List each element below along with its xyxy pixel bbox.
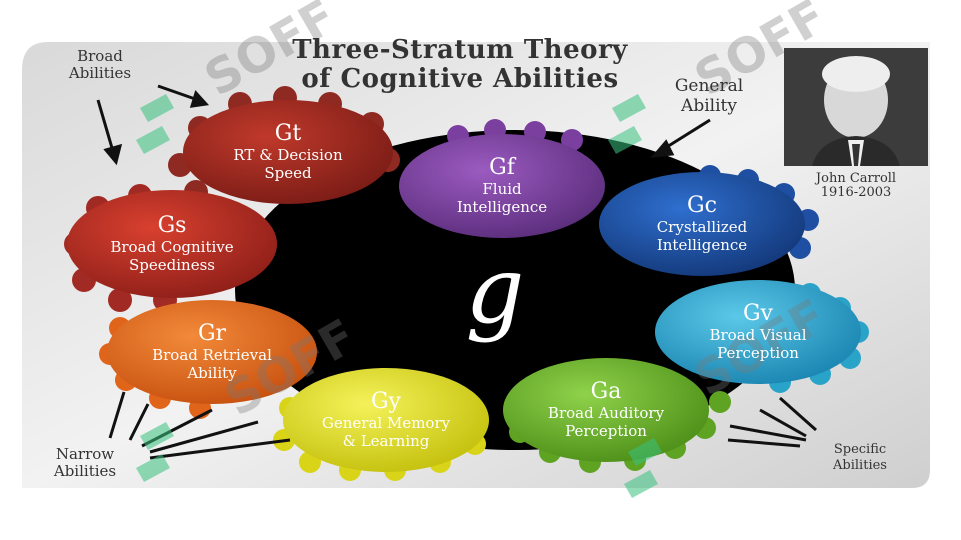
- node-gc-name1: Crystallized: [656, 218, 748, 236]
- node-gf-name2: Intelligence: [456, 198, 548, 216]
- circle-gf: [399, 134, 605, 238]
- node-ga-name2: Perception: [565, 422, 647, 440]
- node-gt: Gt RT & Decision Speed: [188, 104, 388, 200]
- portrait-caption: John Carroll 1916-2003: [790, 172, 922, 200]
- node-gf-name1: Fluid: [482, 180, 522, 198]
- diagram-title: Three-Stratum Theory of Cognitive Abilit…: [240, 36, 680, 94]
- node-gf-code: Gf: [489, 155, 515, 180]
- node-gc-name2: Intelligence: [656, 236, 748, 254]
- node-gr: Gr Broad Retrieval Ability: [112, 304, 312, 400]
- node-gv-name1: Broad Visual: [709, 326, 807, 344]
- node-gt-name2: Speed: [264, 164, 312, 182]
- node-gs-name2: Speediness: [129, 256, 215, 274]
- node-gs-code: Gs: [157, 213, 187, 238]
- node-gv-code: Gv: [742, 301, 773, 326]
- circle-gr: [107, 300, 317, 404]
- node-gr-name2: Ability: [187, 364, 237, 382]
- portrait-caption-years: 1916-2003: [820, 185, 892, 200]
- node-gs-name1: Broad Cognitive: [110, 238, 234, 256]
- node-gy: Gy General Memory & Learning: [286, 372, 486, 468]
- label-narrow-abilities: Narrow Abilities: [30, 446, 140, 480]
- node-gt-name1: RT & Decision: [233, 146, 343, 164]
- label-broad-line2: Abilities: [68, 64, 132, 82]
- portrait-caption-name: John Carroll: [815, 171, 897, 186]
- watermark-marks: [136, 94, 662, 498]
- node-gs: Gs Broad Cognitive Speediness: [72, 196, 272, 292]
- label-narrow-line2: Abilities: [53, 462, 117, 480]
- circle-gc: [599, 172, 805, 276]
- node-gy-name2: & Learning: [342, 432, 430, 450]
- node-gt-code: Gt: [274, 121, 302, 146]
- title-line-1: Three-Stratum Theory: [292, 35, 628, 65]
- circle-gt: [183, 100, 393, 204]
- node-ga: Ga Broad Auditory Perception: [506, 362, 706, 458]
- label-general-ability: General Ability: [654, 76, 764, 116]
- general-ability-g: g: [465, 237, 525, 344]
- node-ga-code: Ga: [590, 379, 622, 404]
- circle-gs: [67, 190, 277, 298]
- circle-gv: [655, 280, 861, 384]
- circle-gy: [283, 368, 489, 472]
- node-gy-code: Gy: [370, 389, 401, 414]
- label-general-line1: General: [674, 76, 744, 96]
- node-gv: Gv Broad Visual Perception: [658, 284, 858, 380]
- circle-ga: [503, 358, 709, 462]
- node-ga-name1: Broad Auditory: [547, 404, 665, 422]
- node-gc-code: Gc: [687, 193, 717, 218]
- label-specific-line1: Specific: [833, 442, 887, 457]
- node-gv-name2: Perception: [717, 344, 799, 362]
- node-gf: Gf Fluid Intelligence: [402, 138, 602, 234]
- label-specific-line2: Abilities: [833, 458, 887, 473]
- label-broad-abilities: Broad Abilities: [52, 48, 148, 82]
- node-gy-name1: General Memory: [321, 414, 451, 432]
- label-narrow-line1: Narrow: [55, 445, 115, 463]
- label-broad-line1: Broad: [77, 47, 123, 65]
- node-gr-name1: Broad Retrieval: [152, 346, 272, 364]
- title-line-2: of Cognitive Abilities: [301, 64, 619, 94]
- node-gc: Gc Crystallized Intelligence: [602, 176, 802, 272]
- node-gr-code: Gr: [197, 321, 227, 346]
- label-specific-abilities: Specific Abilities: [810, 442, 910, 474]
- label-general-line2: Ability: [681, 96, 737, 116]
